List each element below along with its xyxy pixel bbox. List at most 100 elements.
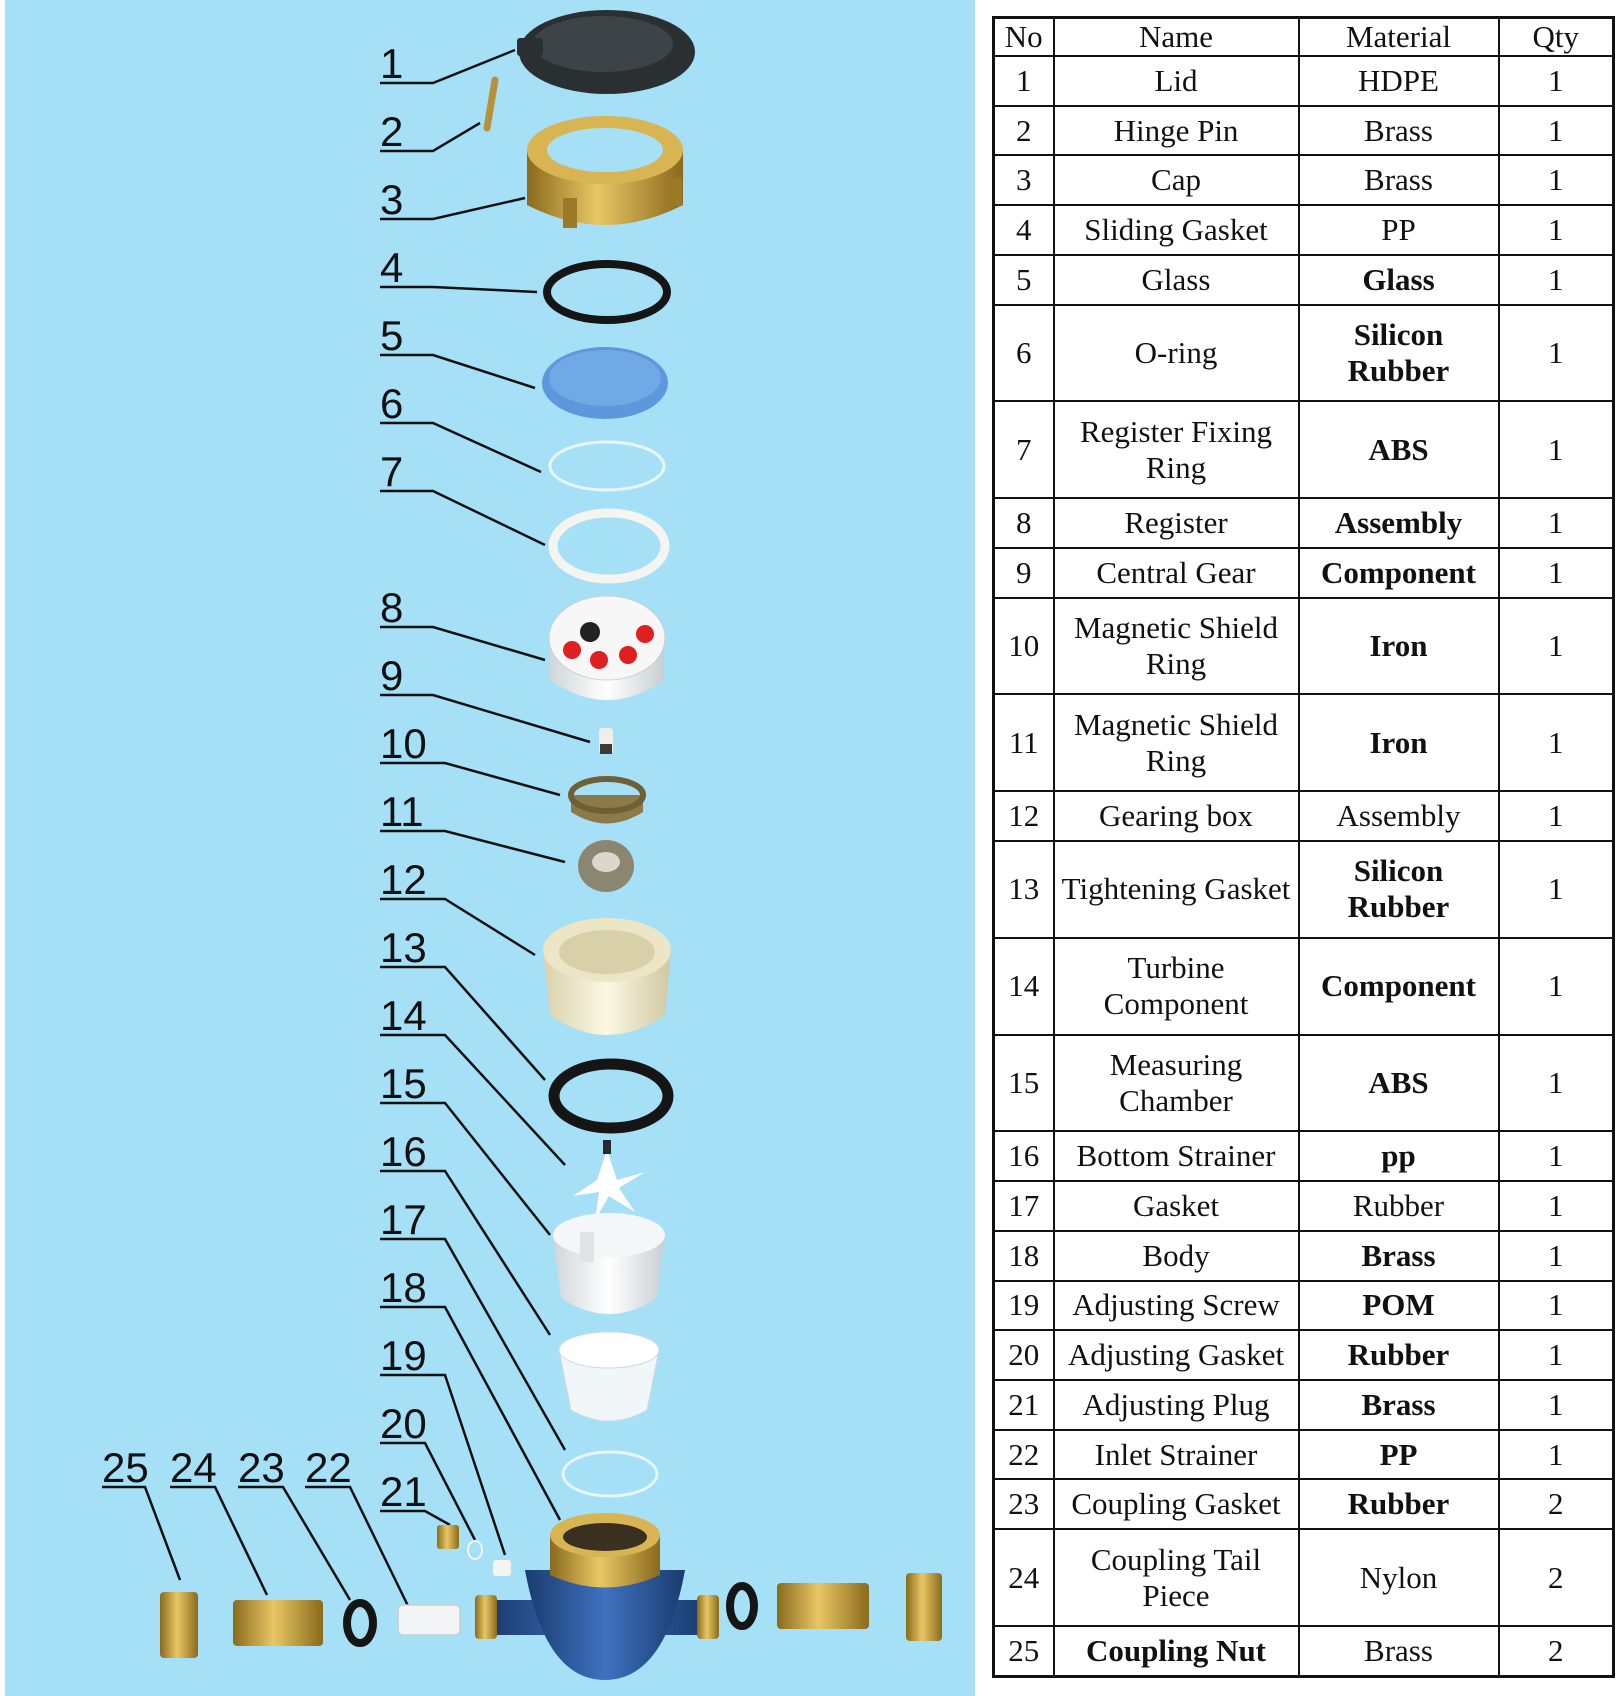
cell-name: Turbine Component bbox=[1052, 936, 1300, 1036]
callout-9: 9 bbox=[380, 652, 403, 699]
cell-no: 6 bbox=[992, 303, 1055, 403]
cell-qty: 1 bbox=[1497, 1229, 1615, 1282]
callout-6: 6 bbox=[380, 380, 403, 427]
callout-15: 15 bbox=[380, 1060, 427, 1107]
cell-name: Bottom Strainer bbox=[1052, 1130, 1300, 1183]
callout-17: 17 bbox=[380, 1196, 427, 1243]
cell-name: Magnetic Shield Ring bbox=[1052, 596, 1300, 696]
part-gearing-box bbox=[543, 918, 671, 1035]
cell-qty: 1 bbox=[1497, 497, 1615, 549]
cell-material: Assembly bbox=[1297, 497, 1500, 549]
cell-qty: 1 bbox=[1497, 790, 1615, 842]
header-qty: Qty bbox=[1497, 16, 1615, 57]
part-bottom-strainer bbox=[558, 1331, 660, 1422]
cell-material: PP bbox=[1297, 1428, 1500, 1481]
cell-material: HDPE bbox=[1297, 55, 1500, 107]
cell-qty: 1 bbox=[1497, 693, 1615, 793]
cell-qty: 1 bbox=[1497, 154, 1615, 207]
cell-qty: 1 bbox=[1497, 104, 1615, 157]
part-coupling-tail-piece-right bbox=[777, 1583, 869, 1629]
callout-25: 25 bbox=[102, 1444, 149, 1491]
cell-qty: 1 bbox=[1497, 253, 1615, 306]
cell-name: Inlet Strainer bbox=[1052, 1428, 1300, 1481]
part-glass bbox=[542, 347, 668, 419]
cell-material: Brass bbox=[1297, 104, 1500, 157]
cell-no: 21 bbox=[992, 1379, 1055, 1431]
cell-no: 23 bbox=[992, 1478, 1055, 1531]
cell-material: Iron bbox=[1297, 693, 1500, 793]
callout-20: 20 bbox=[380, 1400, 427, 1447]
part-sliding-gasket bbox=[543, 260, 671, 324]
header-no: No bbox=[992, 16, 1055, 57]
part-body bbox=[475, 1513, 719, 1680]
cell-qty: 1 bbox=[1497, 840, 1615, 939]
cell-material: POM bbox=[1297, 1279, 1500, 1332]
cell-qty: 1 bbox=[1497, 596, 1615, 696]
cell-name: Central Gear bbox=[1052, 546, 1300, 599]
cell-qty: 1 bbox=[1497, 1279, 1615, 1332]
part-coupling-gasket-left bbox=[343, 1599, 377, 1647]
cell-name: Register bbox=[1052, 497, 1300, 549]
cell-no: 8 bbox=[992, 497, 1055, 549]
part-hinge-pin bbox=[483, 76, 499, 132]
callout-14: 14 bbox=[380, 992, 427, 1039]
callout-8: 8 bbox=[380, 584, 403, 631]
cell-name: Register Fixing Ring bbox=[1052, 400, 1300, 500]
cell-qty: 1 bbox=[1497, 204, 1615, 256]
header-name: Name bbox=[1052, 16, 1300, 57]
callout-5: 5 bbox=[380, 312, 403, 359]
cell-name: Gearing box bbox=[1052, 790, 1300, 842]
cell-qty: 2 bbox=[1497, 1478, 1615, 1531]
part-magnetic-shield-ring-10 bbox=[568, 776, 646, 824]
cell-name: Lid bbox=[1052, 55, 1300, 107]
part-coupling-tail-piece-left bbox=[233, 1600, 323, 1646]
callout-22: 22 bbox=[305, 1444, 352, 1491]
cell-name: Coupling Nut bbox=[1052, 1625, 1300, 1678]
cell-no: 22 bbox=[992, 1428, 1055, 1481]
cell-no: 19 bbox=[992, 1279, 1055, 1332]
cell-material: ABS bbox=[1297, 1033, 1500, 1133]
cell-name: Adjusting Plug bbox=[1052, 1379, 1300, 1431]
cell-material: Iron bbox=[1297, 596, 1500, 696]
cell-material: Assembly bbox=[1297, 790, 1500, 842]
callout-12: 12 bbox=[380, 856, 427, 903]
cell-no: 5 bbox=[992, 253, 1055, 306]
callout-18: 18 bbox=[380, 1264, 427, 1311]
callout-1: 1 bbox=[380, 40, 403, 87]
part-cap bbox=[527, 116, 683, 228]
cell-qty: 2 bbox=[1497, 1625, 1615, 1678]
cell-no: 15 bbox=[992, 1033, 1055, 1133]
cell-no: 11 bbox=[992, 693, 1055, 793]
cell-material: PP bbox=[1297, 204, 1500, 256]
part-coupling-nut-left bbox=[160, 1592, 198, 1658]
part-measuring-chamber bbox=[553, 1213, 665, 1314]
cell-name: O-ring bbox=[1052, 303, 1300, 403]
cell-name: Sliding Gasket bbox=[1052, 204, 1300, 256]
cell-name: Adjusting Gasket bbox=[1052, 1329, 1300, 1382]
cell-no: 20 bbox=[992, 1329, 1055, 1382]
part-tightening-gasket bbox=[548, 1058, 674, 1134]
callout-16: 16 bbox=[380, 1128, 427, 1175]
cell-no: 25 bbox=[992, 1625, 1055, 1678]
cell-no: 14 bbox=[992, 936, 1055, 1036]
callout-13: 13 bbox=[380, 924, 427, 971]
cell-name: Glass bbox=[1052, 253, 1300, 306]
cell-no: 3 bbox=[992, 154, 1055, 207]
cell-qty: 1 bbox=[1497, 400, 1615, 500]
part-turbine-component bbox=[573, 1140, 645, 1220]
callout-numbers: 1 2 3 4 5 6 7 8 9 10 11 12 13 14 15 16 1… bbox=[102, 40, 427, 1515]
cell-name: Measuring Chamber bbox=[1052, 1033, 1300, 1133]
